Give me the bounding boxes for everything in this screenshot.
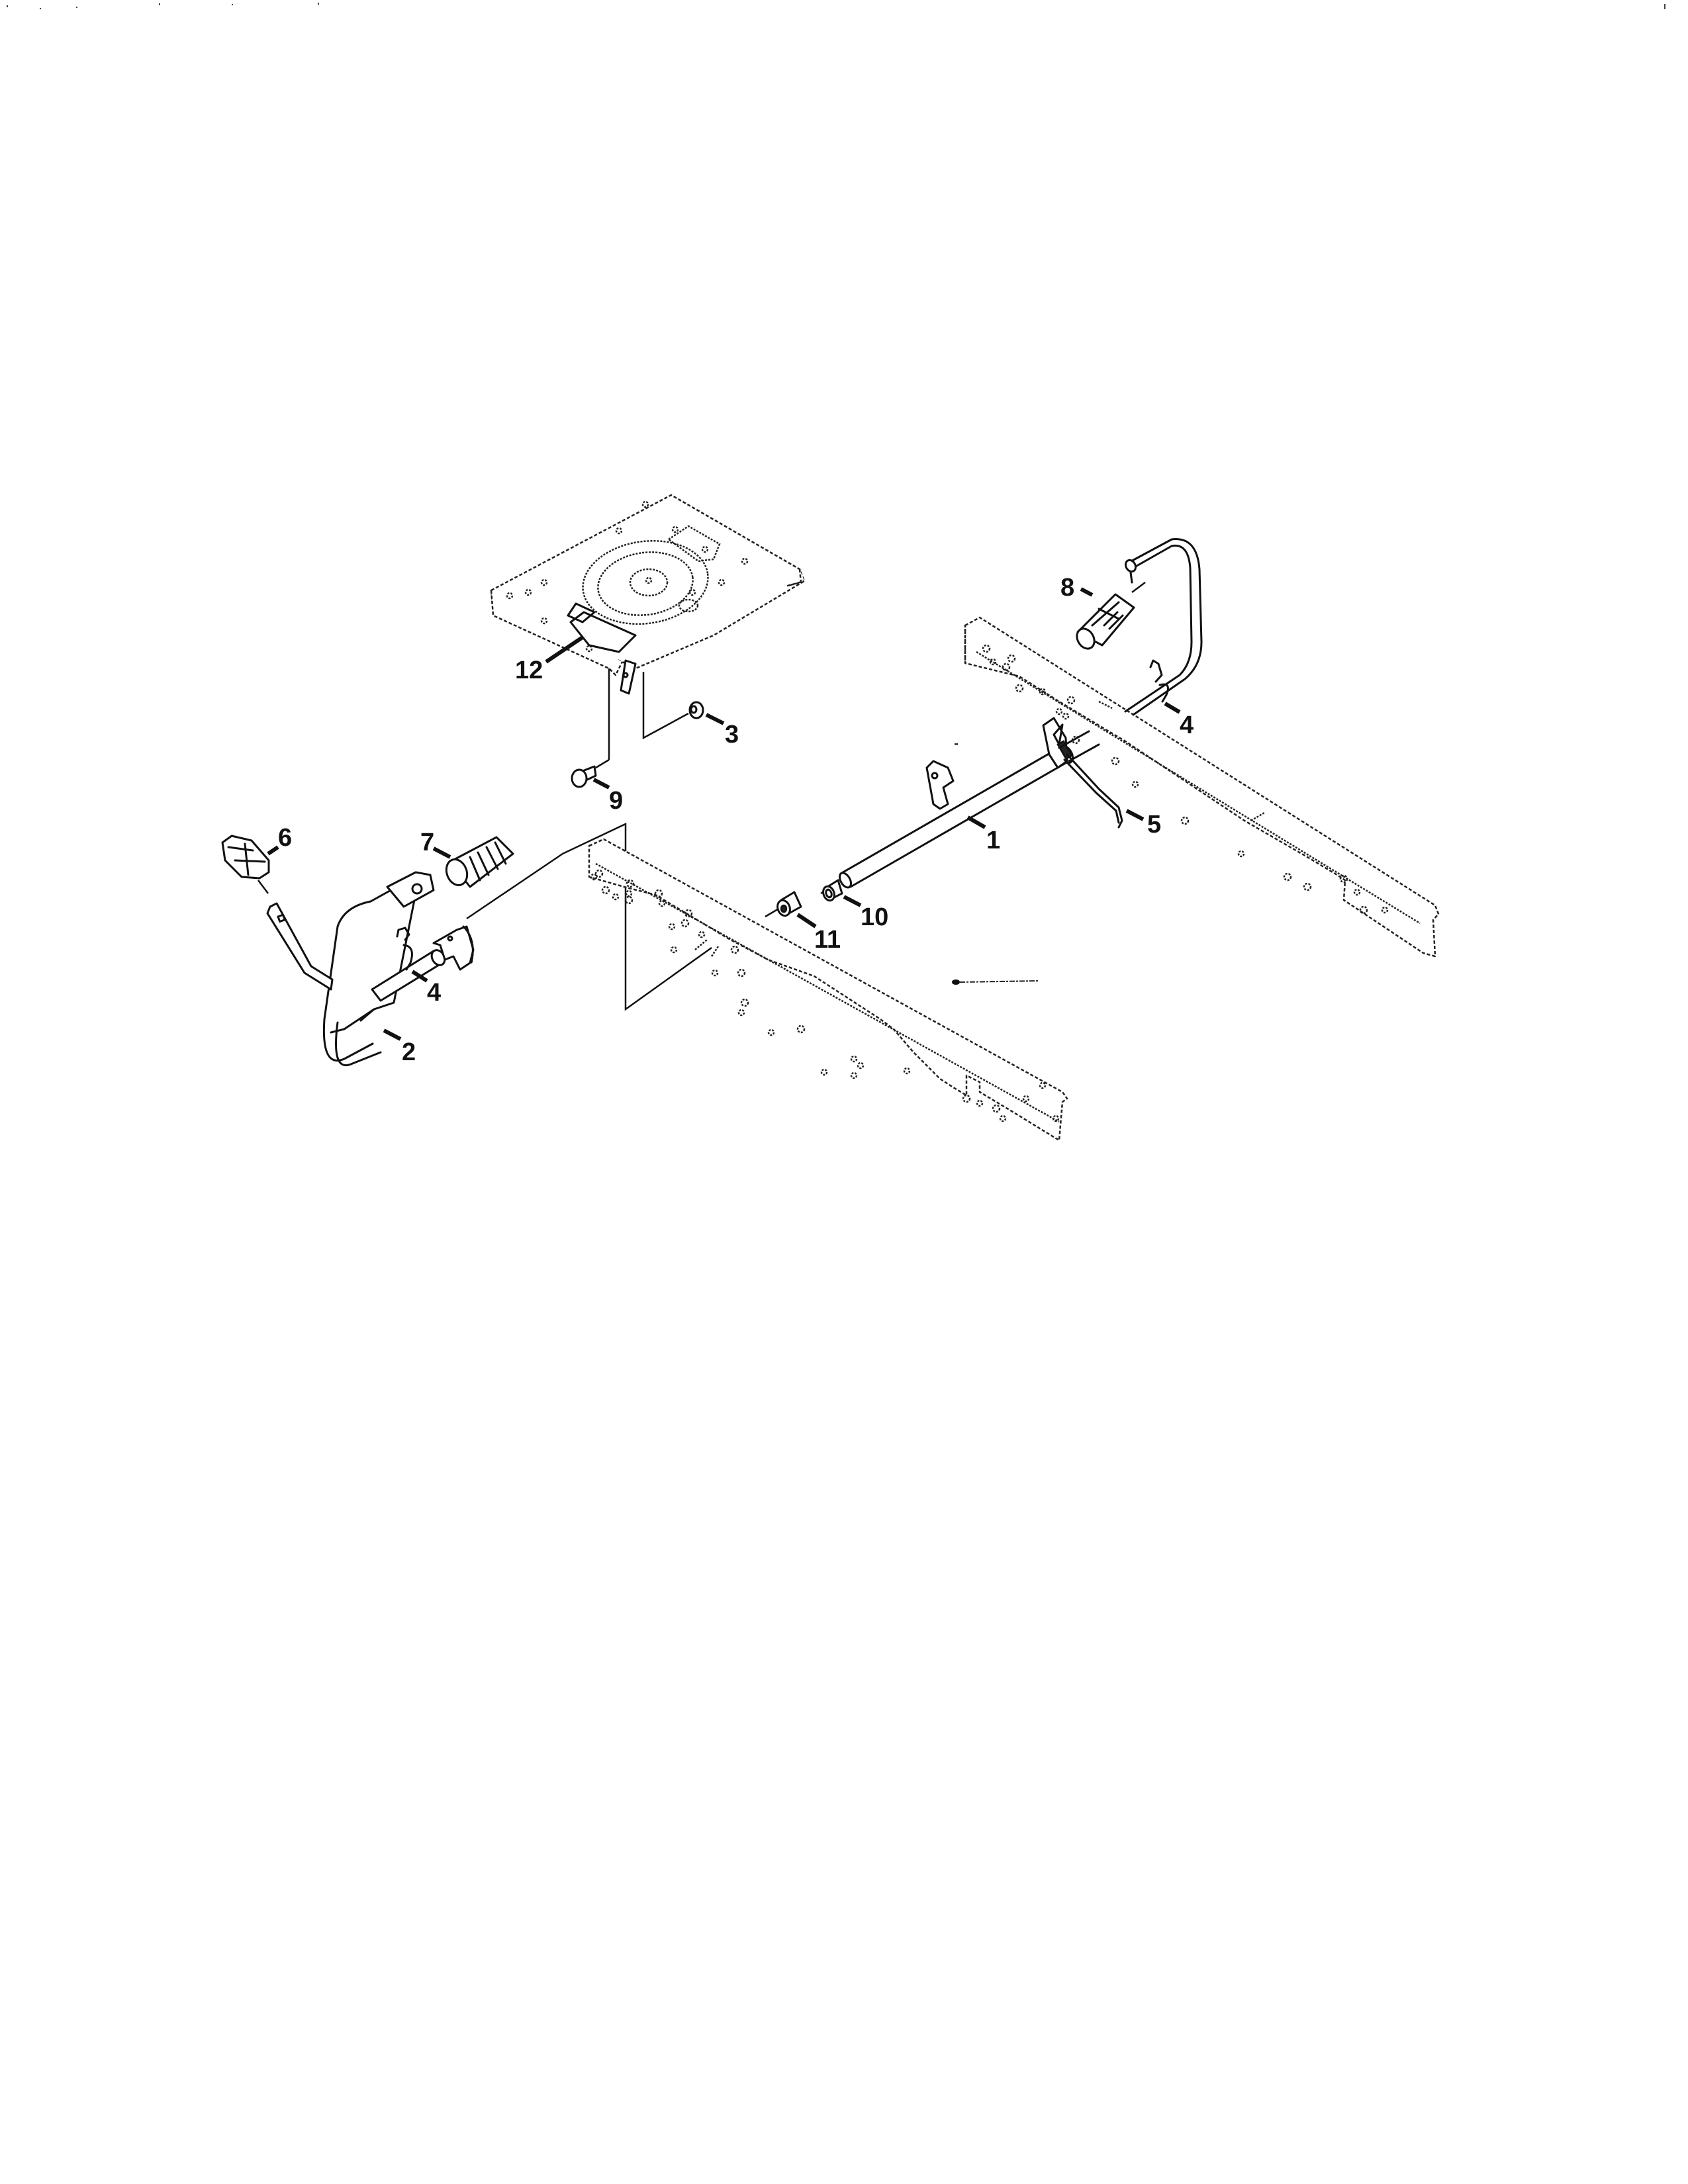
callout-9: 9	[609, 787, 623, 815]
cross-shaft	[838, 717, 1100, 889]
callout-labels: 12 3 9 8 4 5 1 10 11 6 7 4 2	[278, 574, 1194, 1066]
pedal-lever-left	[322, 852, 563, 1067]
callout-8: 8	[1060, 574, 1074, 602]
bolt	[571, 765, 597, 788]
pedal-lever-right	[1124, 538, 1203, 716]
clip-left	[396, 927, 413, 971]
callout-4-left: 4	[427, 979, 441, 1007]
pedal-pad-left	[445, 836, 514, 888]
spacer	[765, 891, 802, 918]
callout-3: 3	[725, 721, 739, 749]
leaders	[267, 587, 1181, 1041]
bushing	[820, 879, 843, 902]
scan-artifacts	[7, 3, 1665, 9]
pedal-pad-right	[1076, 582, 1146, 650]
frame-rail-left	[562, 823, 1068, 1142]
callout-11: 11	[814, 926, 841, 954]
callout-2: 2	[402, 1038, 416, 1066]
clip-right	[1149, 659, 1169, 703]
callout-10: 10	[861, 903, 888, 931]
seat-pan	[490, 494, 806, 769]
callout-1: 1	[986, 827, 1000, 854]
callout-12: 12	[515, 657, 543, 684]
callout-5: 5	[1147, 811, 1161, 839]
callout-4-right: 4	[1180, 711, 1194, 739]
nut	[688, 701, 704, 719]
frame-rail-right	[964, 616, 1440, 958]
stray-arrow-mark	[952, 743, 1040, 985]
knob-left	[221, 835, 334, 991]
callout-6: 6	[278, 824, 292, 852]
spring-rod	[1063, 753, 1123, 829]
callout-7: 7	[420, 829, 434, 856]
